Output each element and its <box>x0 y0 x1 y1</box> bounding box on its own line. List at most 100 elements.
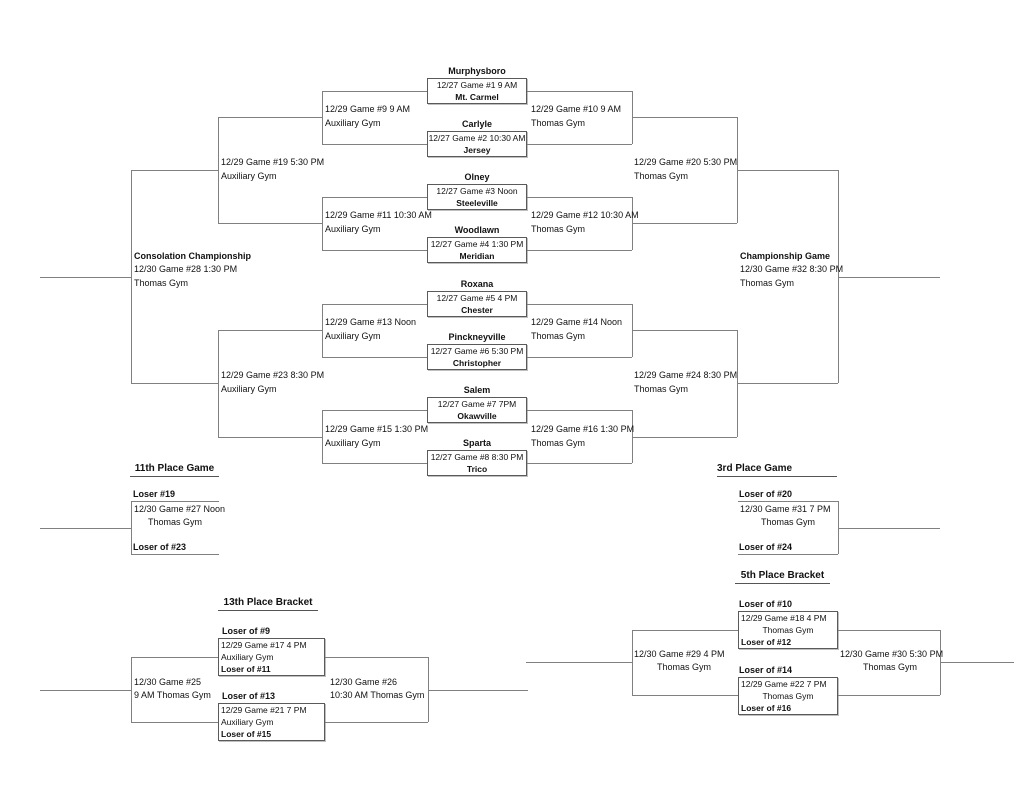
bracket-line <box>838 170 839 383</box>
bracket-line <box>632 410 633 463</box>
slot-team: Loser of #23 <box>133 542 187 552</box>
bracket-line <box>131 170 132 383</box>
bracket-line <box>632 695 738 696</box>
game-30-label: 12/30 Game #30 5:30 PM Thomas Gym <box>840 648 944 674</box>
bracket-line <box>322 410 427 411</box>
bracket-line <box>131 657 218 658</box>
round1-game-box: 12/27 Game #4 1:30 PM Meridian <box>427 237 527 263</box>
venue-label: Auxiliary Gym <box>325 224 381 234</box>
slot-team: Loser of #10 <box>739 599 793 609</box>
round1-team-top: Roxana <box>460 279 494 289</box>
game-label: 12/30 Game #30 5:30 PM <box>840 649 944 659</box>
venue-label: Auxiliary Gym <box>325 438 381 448</box>
round1-team-bottom: Jersey <box>463 145 491 155</box>
venue-label: Thomas Gym <box>634 384 689 394</box>
venue-label: Thomas Gym <box>760 517 815 527</box>
fifth-place-title: 5th Place Bracket <box>735 569 830 584</box>
game-label: 12/30 Game #31 7 PM <box>740 504 831 514</box>
game-26-label: 12/30 Game #26 10:30 AM Thomas Gym <box>330 676 424 702</box>
bracket-line <box>527 197 632 198</box>
game-info: 12/27 Game #1 9 AM <box>436 80 518 90</box>
bracket-line <box>218 223 322 224</box>
game-label: 12/30 Game #29 4 PM <box>634 649 725 659</box>
venue-label: Thomas Gym <box>762 691 814 701</box>
third-place-title: 3rd Place Game <box>717 462 837 477</box>
bracket-line <box>322 463 427 464</box>
venue-label: Thomas Gym <box>531 331 586 341</box>
bracket-line <box>131 722 218 723</box>
bracket-line <box>526 662 632 663</box>
bracket-line <box>322 304 323 357</box>
bracket-line <box>218 437 322 438</box>
game-25-label: 12/30 Game #25 9 AM Thomas Gym <box>134 676 211 702</box>
bracket-line <box>838 277 940 278</box>
bracket-line <box>325 657 428 658</box>
bracket-line <box>325 722 428 723</box>
bracket-line <box>322 357 427 358</box>
game-info: 12/29 Game #18 4 PM <box>741 613 827 623</box>
slot-team: Loser of #15 <box>221 729 272 739</box>
slot-team: Loser of #24 <box>739 542 793 552</box>
round1-game-box: 12/27 Game #7 7PM Okawville <box>427 397 527 423</box>
bracket-line <box>632 330 737 331</box>
slot-team: Loser of #14 <box>739 665 793 675</box>
game-label: 12/29 Game #9 9 AM <box>325 104 411 114</box>
venue-label: 10:30 AM Thomas Gym <box>330 690 425 700</box>
eleventh-place-title: 11th Place Game <box>130 462 219 477</box>
round1-team-top: Sparta <box>462 438 491 448</box>
game-info: 12/29 Game #22 7 PM <box>741 679 827 689</box>
game-info: 12/29 Game #17 4 PM <box>221 640 307 650</box>
bracket-line <box>527 304 632 305</box>
bracket-line <box>838 630 940 631</box>
bracket-line <box>131 170 218 171</box>
bracket-line <box>940 662 1014 663</box>
bracket-line <box>428 690 528 691</box>
game-info: 12/27 Game #2 10:30 AM <box>428 133 526 143</box>
round1-team-bottom: Steeleville <box>456 198 498 208</box>
bracket-line <box>40 528 131 529</box>
bracket-line <box>322 197 323 250</box>
slot-team: Loser of #20 <box>739 489 793 499</box>
consolation-game-box: 12/29 Game #18 4 PM Thomas Gym Loser of … <box>738 611 838 649</box>
bracket-line <box>632 630 633 695</box>
game-label: 12/30 Game #28 1:30 PM <box>134 264 238 274</box>
bracket-line <box>838 501 839 554</box>
bracket-line <box>632 437 737 438</box>
bracket-line <box>131 657 132 722</box>
venue-label: Auxiliary Gym <box>221 652 274 662</box>
venue-label: Auxiliary Gym <box>221 717 274 727</box>
venue-label: Auxiliary Gym <box>221 171 277 181</box>
game-info: 12/27 Game #4 1:30 PM <box>430 239 524 249</box>
game-info: 12/27 Game #7 7PM <box>437 399 517 409</box>
round1-team-bottom: Mt. Carmel <box>455 92 499 102</box>
bracket-line <box>527 144 632 145</box>
bracket-line <box>322 250 427 251</box>
round1-team-top: Murphysboro <box>448 66 506 76</box>
round1-team-bottom: Trico <box>466 464 488 474</box>
consolation-game-box: 12/29 Game #17 4 PM Auxiliary Gym Loser … <box>218 638 325 676</box>
venue-label: Thomas Gym <box>531 224 586 234</box>
bracket-line <box>40 277 131 278</box>
bracket-line <box>218 117 322 118</box>
round1-team-top: Carlyle <box>461 119 493 129</box>
game-label: 12/29 Game #20 5:30 PM <box>634 157 738 167</box>
bracket-line <box>218 117 219 223</box>
bracket-line <box>632 117 737 118</box>
bracket-line <box>527 357 632 358</box>
round1-team-bottom: Chester <box>461 305 493 315</box>
bracket-line <box>737 170 838 171</box>
round1-game-box: 12/27 Game #1 9 AM Mt. Carmel <box>427 78 527 104</box>
venue-label: Thomas Gym <box>531 118 586 128</box>
venue-label: Thomas Gym <box>862 662 917 672</box>
consolation-title: Consolation Championship <box>134 251 251 261</box>
bracket-line <box>527 250 632 251</box>
bracket-line <box>218 330 322 331</box>
slot-team: Loser #19 <box>133 489 176 499</box>
round1-team-top: Woodlawn <box>454 225 500 235</box>
round1-team-top: Salem <box>463 385 491 395</box>
round1-team-bottom: Meridian <box>459 251 495 261</box>
game-label: 12/29 Game #16 1:30 PM <box>531 424 635 434</box>
venue-label: Thomas Gym <box>134 278 189 288</box>
venue-label: Auxiliary Gym <box>325 331 381 341</box>
